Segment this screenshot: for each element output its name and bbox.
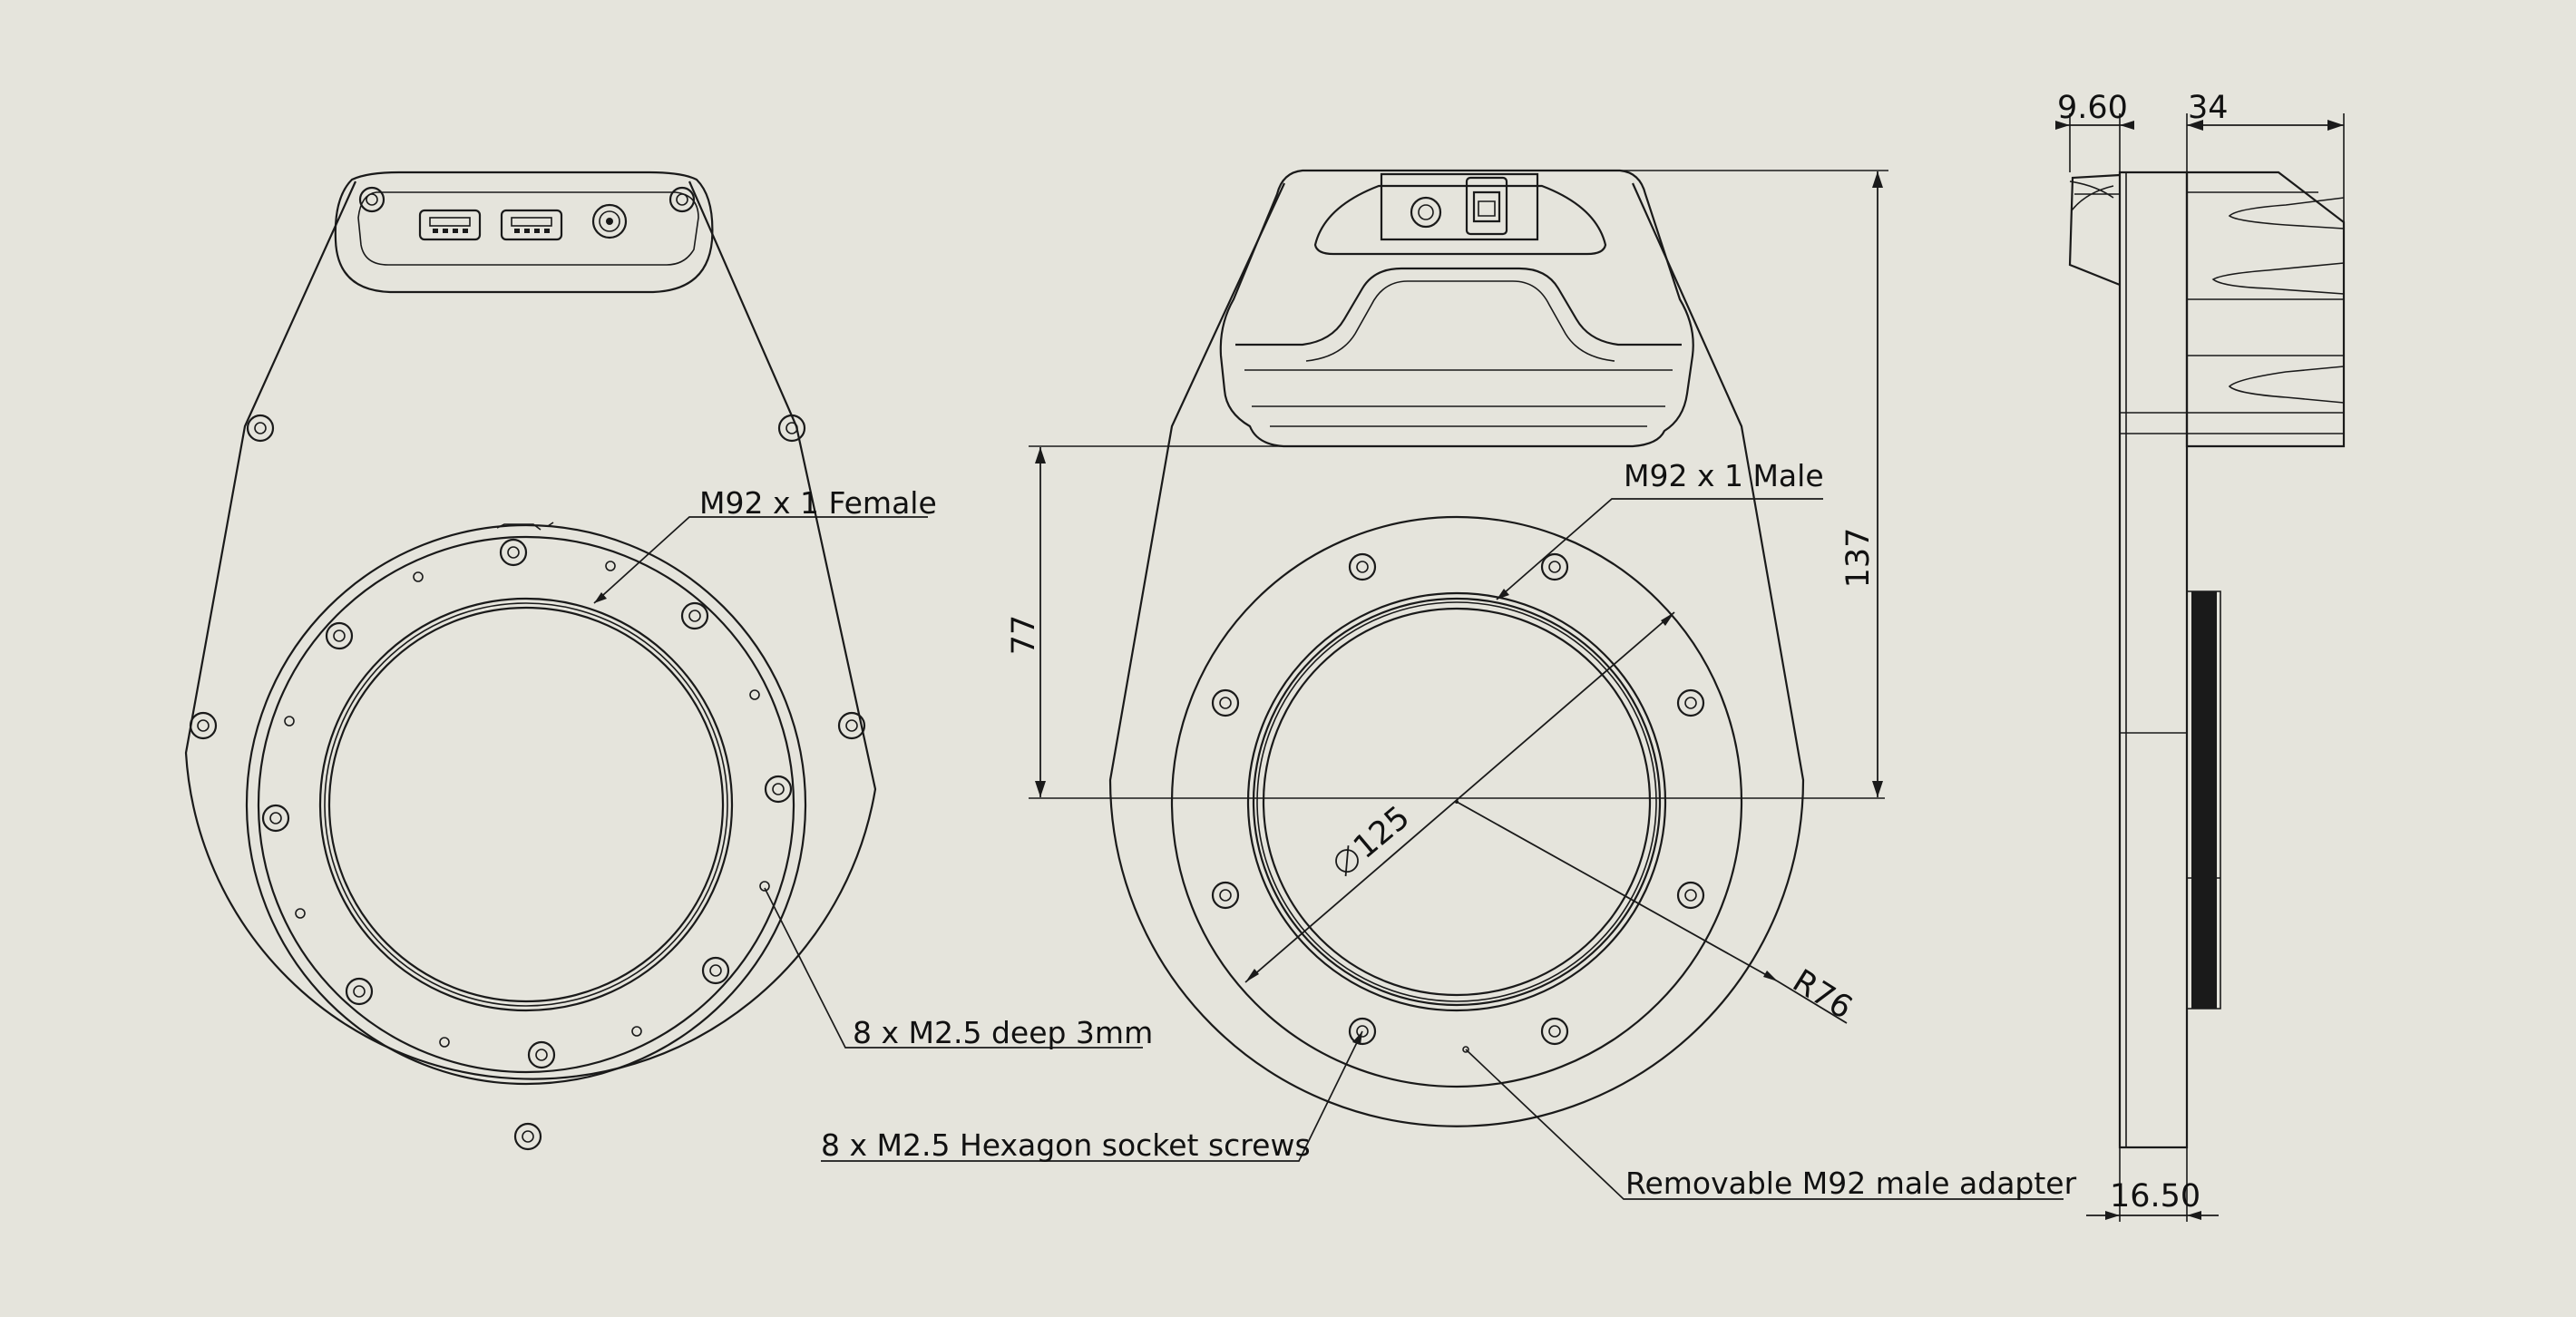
front-top-panel-inner <box>357 191 699 266</box>
rear-flange-screw <box>1540 552 1569 581</box>
flange-screw <box>261 804 290 833</box>
label-thread-male: M92 x 1 Male <box>1624 458 1824 493</box>
usb-port-2 <box>500 209 563 241</box>
body-screw <box>777 414 806 443</box>
usb-port-1 <box>418 209 482 241</box>
rear-body-outline <box>1108 182 1805 1128</box>
dim-diameter-line <box>1244 611 1675 983</box>
rear-adapter-thread <box>1252 597 1662 1007</box>
side-view <box>2068 171 2346 1149</box>
rear-power-jack <box>1410 196 1442 229</box>
side-grip <box>2211 197 2345 404</box>
flange-screw <box>527 1040 556 1069</box>
rear-bore <box>1262 607 1652 997</box>
rear-flange-screw <box>1540 1017 1569 1046</box>
rear-flange-screw <box>1211 688 1240 717</box>
flange-screw <box>499 538 528 567</box>
flange-screw <box>680 601 709 630</box>
leader-screws <box>821 1030 1363 1162</box>
rear-flange-screw <box>1348 1017 1377 1046</box>
label-adapter: Removable M92 male adapter <box>1625 1166 2077 1201</box>
flange-notch <box>496 522 554 531</box>
usb-b-port <box>1465 176 1508 236</box>
rear-connector-block <box>1380 172 1539 241</box>
side-thread <box>2191 591 2217 1009</box>
panel-screw-right <box>668 186 696 213</box>
body-screw <box>246 414 275 443</box>
side-plate <box>2118 171 2189 1149</box>
rear-flange-screw <box>1348 552 1377 581</box>
dim-16-50-label: 16.50 <box>2110 1178 2200 1215</box>
rear-flange-screw <box>1676 881 1705 910</box>
rear-grip-recess-inner <box>1305 280 1615 362</box>
rear-connector-recess <box>1313 184 1607 256</box>
front-top-panel <box>334 171 714 294</box>
power-jack <box>591 203 628 239</box>
flange-screw <box>325 621 354 650</box>
dim-diameter-label: 125 <box>1335 799 1417 877</box>
rear-view <box>1108 169 1805 1128</box>
dim-9-60-label: 9.60 <box>2057 90 2128 126</box>
front-body-outline <box>184 180 877 1080</box>
rear-flange-screw <box>1676 688 1705 717</box>
rear-flange-ring <box>1170 515 1743 1088</box>
label-screws: 8 x M2.5 Hexagon socket screws <box>821 1127 1311 1163</box>
side-flange <box>2068 173 2121 287</box>
front-flange-ring-inner <box>257 535 795 1074</box>
tapped-hole <box>284 561 770 1048</box>
dim-34-label: 34 <box>2188 90 2229 126</box>
leader-adapter <box>1465 1049 2064 1200</box>
front-view <box>184 171 877 1151</box>
dim-77-label: 77 <box>1006 615 1042 656</box>
rear-adapter-inner <box>1256 601 1657 1002</box>
front-thread-bore <box>327 606 725 1003</box>
body-screw <box>513 1122 542 1151</box>
dim-radius-label: R76 <box>1786 963 1859 1027</box>
leader-thread-female <box>593 516 928 604</box>
dim-137-label: 137 <box>1840 528 1877 589</box>
rear-top-housing <box>1219 169 1694 448</box>
body-screw <box>189 711 218 740</box>
front-flange-ring <box>245 523 807 1086</box>
rear-flange-screw <box>1211 881 1240 910</box>
side-body <box>2185 171 2346 448</box>
leader-thread-male <box>1496 498 1823 600</box>
label-thread-female: M92 x 1 Female <box>699 485 937 521</box>
panel-screw-left <box>358 186 385 213</box>
label-tapped-holes: 8 x M2.5 deep 3mm <box>853 1015 1153 1050</box>
front-thread-mid <box>324 602 728 1007</box>
front-thread-outer <box>318 597 734 1012</box>
body-screw <box>837 711 866 740</box>
leader-tapped-holes <box>764 887 1143 1049</box>
flange-screw <box>701 956 730 985</box>
rear-top-housing-edge <box>1244 369 1673 427</box>
flange-screw <box>345 977 374 1006</box>
rear-grip-recess <box>1235 267 1682 346</box>
rear-adapter-outer <box>1246 591 1667 1012</box>
flange-screw <box>764 775 793 804</box>
